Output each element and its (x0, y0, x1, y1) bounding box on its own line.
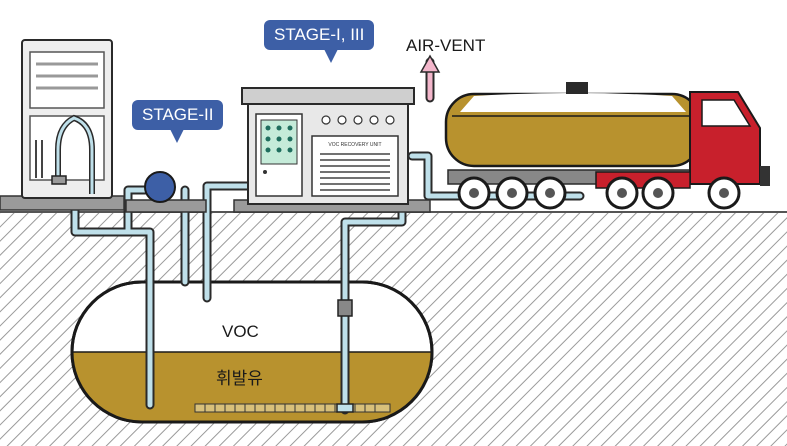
voc-label: VOC (222, 322, 259, 341)
tank-bottom-fitting (336, 403, 354, 413)
tank-screen (194, 403, 391, 413)
stage-2-callout: STAGE-II (132, 100, 224, 143)
vapor-pump-icon (144, 171, 176, 203)
recovery-unit-label: VOC RECOVERY UNIT (328, 142, 381, 148)
stage-1-3-callout: STAGE-I, III (264, 20, 375, 63)
fuel-dispenser (0, 39, 125, 211)
pipe-coupling (337, 299, 353, 317)
tanker-truck (444, 82, 770, 210)
air-vent-label: AIR-VENT (406, 36, 486, 55)
voc-recovery-unit: VOC RECOVERY UNIT (233, 87, 431, 213)
nozzle-icon (51, 175, 67, 185)
air-vent-arrow-icon (419, 54, 441, 73)
dispenser-display (29, 51, 105, 109)
underground-tank (70, 280, 434, 424)
fuel-label: 휘발유 (216, 369, 263, 388)
